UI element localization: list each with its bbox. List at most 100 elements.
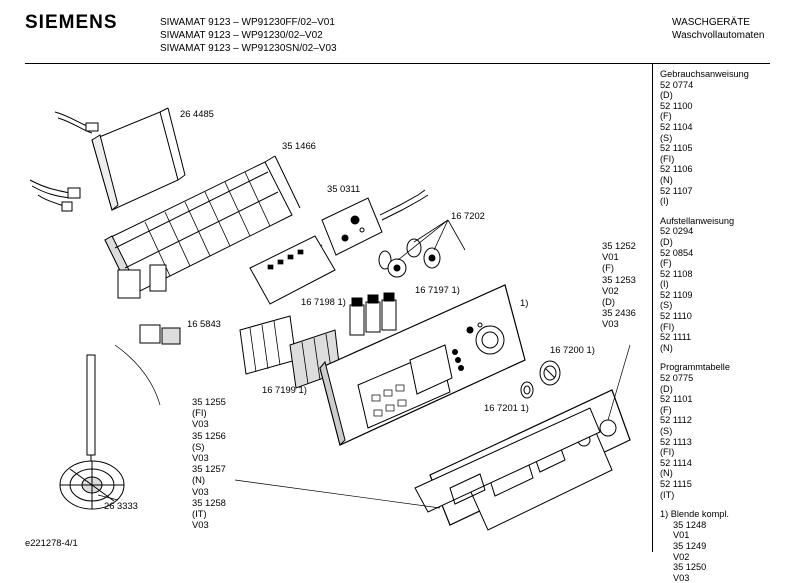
part-label-167197: 16 7197 1) — [415, 284, 460, 295]
footnote-line: V03 — [673, 572, 690, 583]
category-line-1: WASCHGERÄTE — [672, 17, 750, 28]
doc-line: (IT) — [660, 489, 675, 500]
doc-line: (S) — [660, 426, 673, 436]
doc-group-title: Programmtabelle — [660, 362, 730, 373]
doc-line: (N) — [660, 174, 673, 185]
front-fascia-panel-rear — [414, 407, 601, 513]
variant-line: 35 1252 — [602, 240, 636, 251]
doc-line: (D) — [660, 383, 673, 394]
doc-line: (FI) — [660, 447, 675, 458]
doc-line: (D) — [660, 236, 673, 247]
rotary-knob-167200 — [539, 360, 561, 386]
part-label-351466: 35 1466 — [282, 140, 316, 151]
doc-line: (FI) — [660, 153, 675, 164]
doc-line: 52 1114 — [660, 457, 692, 468]
doc-line: 52 0294 — [660, 226, 694, 237]
part-label-263333: 26 3333 — [104, 500, 138, 511]
doc-line: 52 1112 — [660, 415, 692, 426]
doc-line: 52 0854 — [660, 247, 694, 258]
variant-line: (S) — [192, 440, 205, 452]
doc-line: 52 1108 — [660, 268, 693, 279]
doc-line: (I) — [660, 196, 669, 207]
wire-harness-top — [29, 111, 99, 212]
pump-unit-263333 — [59, 354, 125, 510]
label-leaders — [97, 344, 631, 509]
connector-165843 — [139, 324, 181, 345]
part-label-350311: 35 0311 — [327, 183, 361, 194]
footnote-line: V02 — [673, 551, 690, 562]
fascia-variant-stack-left: 35 1255 (FI) V03 35 1256 (S) V03 35 1257… — [192, 396, 226, 530]
variant-line: 35 1255 — [192, 396, 226, 407]
pcb-module-264485 — [91, 107, 186, 211]
model-line-2: SIWAMAT 9123 – WP91230/02–V02 — [160, 30, 323, 41]
variant-line: V01 — [602, 251, 619, 263]
variant-line: 35 1256 — [192, 429, 226, 441]
knob-parts-167202 — [378, 238, 441, 278]
doc-line: (F) — [660, 111, 672, 122]
control-frame-351466 — [104, 155, 301, 299]
variant-line: 35 1253 — [602, 273, 636, 285]
variant-line: (F) — [602, 262, 614, 274]
doc-group-title: Gebrauchsanweisung — [660, 69, 749, 79]
part-label-165843: 16 5843 — [187, 318, 221, 329]
part-label-167199: 16 7199 1) — [262, 384, 307, 395]
footnote-line: 35 1249 — [673, 540, 707, 551]
part-label-167201: 16 7201 1) — [484, 402, 529, 413]
doc-line: (S) — [660, 300, 673, 311]
documentation-sidebar: Gebrauchsanweisung 52 0774 (D) 52 1100 (… — [660, 69, 749, 583]
doc-line: 52 1101 — [660, 394, 693, 405]
part-label-264485: 26 4485 — [180, 108, 214, 119]
doc-group-title: Aufstellanweisung — [660, 215, 735, 226]
fascia-variant-stack: 35 1252 V01 (F) 35 1253 V02 (D) 35 2436 … — [602, 240, 636, 330]
doc-line: (FI) — [660, 321, 675, 332]
doc-line: 52 1107 — [660, 185, 693, 196]
variant-line: (D) — [602, 296, 616, 308]
header-divider — [25, 63, 770, 64]
doc-line: (N) — [660, 468, 673, 479]
footnote-line: 35 1248 — [673, 519, 707, 530]
doc-line: 52 1104 — [660, 121, 693, 132]
footnote-marker: 1) — [520, 297, 529, 308]
sidebar-divider — [652, 64, 653, 552]
doc-line: 52 1100 — [660, 100, 693, 111]
doc-line: (I) — [660, 279, 669, 290]
doc-line: 52 0774 — [660, 79, 694, 90]
doc-line: (N) — [660, 342, 673, 353]
knob-cap-167201 — [520, 381, 534, 399]
variant-line: V03 — [602, 318, 619, 330]
control-panel-blende — [319, 284, 526, 446]
doc-line: 52 0775 — [660, 373, 694, 384]
model-list: SIWAMAT 9123 – WP91230FF/02–V01 SIWAMAT … — [160, 16, 337, 55]
footnote-line: 35 1250 — [673, 562, 707, 573]
variant-line: 35 2436 — [602, 307, 636, 319]
exploded-view-drawing — [29, 107, 631, 531]
variant-line: V03 — [192, 452, 209, 464]
doc-line: 52 1111 — [660, 332, 692, 343]
variant-line: (IT) — [192, 508, 207, 520]
model-line-3: SIWAMAT 9123 – WP91230SN/02–V03 — [160, 43, 337, 54]
doc-line: 52 1113 — [660, 436, 692, 447]
doc-line: 52 1106 — [660, 164, 693, 175]
doc-line: (D) — [660, 90, 673, 101]
brand-logo: SIEMENS — [25, 12, 118, 33]
footnote-title: 1) Blende kompl. — [660, 509, 729, 520]
footnote-line: V01 — [673, 530, 690, 541]
part-label-167202: 16 7202 — [451, 210, 485, 221]
variant-line: V03 — [192, 418, 209, 430]
category: WASCHGERÄTE Waschvollautomaten — [672, 16, 764, 42]
doc-group-programmtabelle: Programmtabelle 52 0775 (D) 52 1101 (F) … — [660, 362, 749, 500]
document-id: e221278-4/1 — [25, 537, 78, 548]
variant-line: (FI) — [192, 407, 207, 419]
variant-line: V03 — [192, 519, 209, 531]
doc-line: 52 1115 — [660, 478, 692, 489]
variant-line: V03 — [192, 485, 209, 497]
switch-167198 — [349, 292, 397, 336]
variant-line: 35 1258 — [192, 496, 226, 508]
pcb-350311 — [321, 197, 383, 256]
doc-group-gebrauchsanweisung: Gebrauchsanweisung 52 0774 (D) 52 1100 (… — [660, 69, 749, 207]
doc-line: 52 1105 — [660, 143, 693, 154]
part-label-167200: 16 7200 1) — [550, 344, 595, 355]
leader-lines — [397, 219, 466, 261]
doc-line: (F) — [660, 404, 672, 415]
doc-line: (F) — [660, 258, 672, 269]
